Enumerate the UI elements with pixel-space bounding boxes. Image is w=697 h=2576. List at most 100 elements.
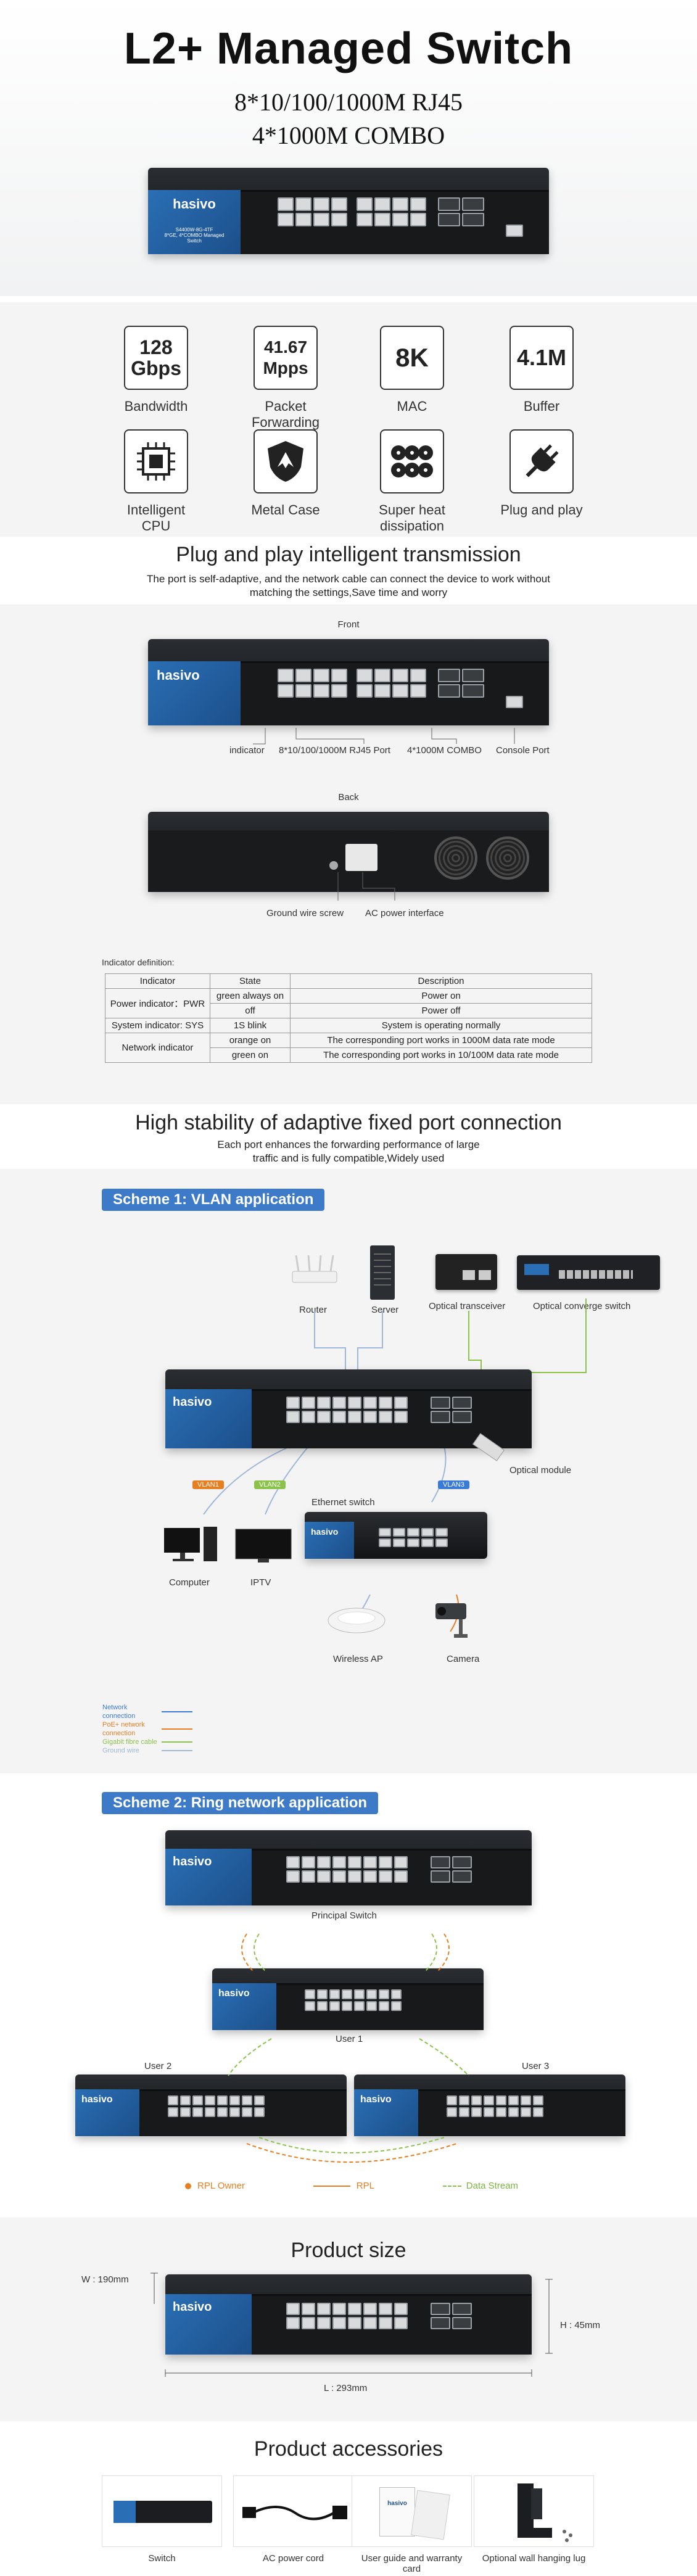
panel-section: Front hasivo indicator 8*10/100/1000M RJ… <box>0 605 697 1104</box>
vlan1-tag: VLAN1 <box>192 1480 224 1489</box>
size-switch: hasivo <box>165 2274 532 2355</box>
ethernet-switch-device: hasivo <box>305 1512 487 1559</box>
fan-grille-1 <box>434 836 477 880</box>
scheme1-label: Scheme 1: VLAN application <box>102 1189 325 1211</box>
pps-value: 41.67 Mpps <box>263 337 308 378</box>
server-label: Server <box>371 1305 399 1315</box>
optical-module-label: Optical module <box>509 1465 572 1476</box>
feature-buffer: 4.1M Buffer <box>498 326 585 415</box>
length-label: L : 293mm <box>324 2383 368 2393</box>
brand-logo: hasivo <box>311 1527 339 1537</box>
legend-item: Gigabit fibre cable <box>102 1738 192 1746</box>
hero-line2: 4*1000M COMBO <box>252 122 445 149</box>
feature-packet-forwarding: 41.67 Mpps Packet Forwarding <box>242 326 329 431</box>
feature-cpu: Intelligent CPU <box>113 429 199 534</box>
bandwidth-value: 128 Gbps <box>131 336 181 379</box>
stability-title: High stability of adaptive fixed port co… <box>135 1111 562 1134</box>
model-label: S4400W-8G-4TF <box>175 227 213 233</box>
feature-label: Metal Case <box>251 502 320 518</box>
buffer-value: 4.1M <box>516 345 567 370</box>
computer-label: Computer <box>169 1577 210 1588</box>
brand-logo: hasivo <box>173 2300 212 2314</box>
hero-section: L2+ Managed Switch 8*10/100/1000M RJ45 4… <box>0 0 697 296</box>
cpu-icon <box>137 442 175 481</box>
vlan3-tag: VLAN3 <box>438 1480 469 1489</box>
accessory-label: AC power cord <box>262 2553 324 2564</box>
brand-logo: hasivo <box>81 2094 113 2105</box>
router-label: Router <box>299 1305 328 1315</box>
stability-desc: Each port enhances the forwarding perfor… <box>217 1139 480 1164</box>
feature-label: Super heat dissipation <box>379 502 445 534</box>
power-cord-icon <box>242 2506 347 2520</box>
brand-logo: hasivo <box>218 1988 250 1999</box>
plug-title: Plug and play intelligent transmission <box>176 543 521 566</box>
legend-rpl: RPL <box>313 2181 374 2191</box>
ethernet-switch-label: Ethernet switch <box>311 1497 375 1508</box>
user1-label: User 1 <box>336 2034 363 2044</box>
table-header: Description <box>290 973 592 989</box>
dimension-lines <box>151 2273 553 2377</box>
plug-desc: The port is self-adaptive, and the netwo… <box>147 573 550 598</box>
scheme1-legend: Network connection PoE+ network connecti… <box>102 1703 192 1755</box>
brand-logo: hasivo <box>360 2094 392 2105</box>
front-label: Front <box>337 619 360 630</box>
legend-rpl-owner: RPL Owner <box>185 2181 245 2191</box>
feature-label: Bandwidth <box>124 398 188 414</box>
guide-brand: hasivo <box>379 2487 415 2537</box>
principal-switch-label: Principal Switch <box>311 1910 377 1921</box>
legend-item: Ground wire <box>102 1746 192 1755</box>
user3-switch: hasivo <box>354 2074 625 2136</box>
back-label: Back <box>338 792 359 803</box>
accessories-title: Product accessories <box>254 2437 443 2461</box>
back-callout-lines <box>337 872 395 901</box>
indicator-table: Indicator State Description Power indica… <box>105 973 592 1063</box>
indicator-definition-title: Indicator definition: <box>102 957 175 967</box>
accessory-label: Switch <box>148 2553 176 2564</box>
fan-icon <box>391 445 433 477</box>
accessories-section: Product accessories hasivo Switch AC pow… <box>0 2427 697 2576</box>
user1-switch: hasivo <box>212 1968 484 2030</box>
ac-power-socket <box>345 844 377 871</box>
shield-icon <box>268 441 303 482</box>
hero-title: L2+ Managed Switch <box>123 24 574 73</box>
plug-icon <box>526 444 559 477</box>
table-row: System indicator: SYS 1S blink System is… <box>105 1018 592 1033</box>
hero-switch: hasivo S4400W-8G-4TF 8*GE, 4*COMBO Manag… <box>148 168 549 254</box>
size-section: Product size hasivo W : 190mm H : 45mm L… <box>0 2218 697 2421</box>
mac-value: 8K <box>395 343 429 372</box>
feature-metal-case: Metal Case <box>242 429 329 518</box>
principal-switch: hasivo <box>165 1830 532 1905</box>
model-desc: 8*GE, 4*COMBO Managed Switch <box>164 233 225 244</box>
fan-grille-2 <box>486 836 529 880</box>
hero-line1: 8*10/100/1000M RJ45 <box>234 88 463 116</box>
table-row: Power indicator：PWR green always on Powe… <box>105 988 592 1018</box>
wall-lug-icon <box>518 2483 572 2542</box>
feature-label: Buffer <box>523 398 560 414</box>
legend-item: PoE+ network connection <box>102 1720 192 1738</box>
callout-indicator: indicator <box>229 745 265 756</box>
accessory-label: User guide and warranty card <box>361 2553 463 2574</box>
legend-data-stream: Data Stream <box>442 2181 518 2191</box>
scheme1-section: Scheme 1: VLAN application Router Server… <box>0 1169 697 1773</box>
table-row: Network indicator orange on The correspo… <box>105 1033 592 1063</box>
callout-console: Console Port <box>496 745 550 756</box>
wireless-ap-icon <box>328 1608 386 1633</box>
brand-logo: hasivo <box>157 667 200 683</box>
features-section: 128 Gbps Bandwidth 41.67 Mpps Packet For… <box>0 302 697 537</box>
table-row: green on The corresponding port works in… <box>105 1047 592 1063</box>
user2-label: User 2 <box>144 2061 172 2071</box>
front-callout-lines <box>253 728 515 745</box>
front-panel-switch: hasivo <box>148 639 549 725</box>
ring-arrows <box>228 1933 469 2163</box>
feature-bandwidth: 128 Gbps Bandwidth <box>113 326 199 415</box>
accessory-wall-lug <box>474 2475 594 2547</box>
accessory-switch <box>102 2475 222 2547</box>
width-label: W : 190mm <box>81 2274 129 2285</box>
iptv-icon <box>235 1529 292 1563</box>
optical-converge-switch-device <box>517 1255 660 1290</box>
callout-ac-power: AC power interface <box>365 908 444 919</box>
scheme2-section: Scheme 2: Ring network application hasiv… <box>0 1780 697 2211</box>
legend-item: Network connection <box>102 1703 192 1720</box>
feature-heat-dissipation: Super heat dissipation <box>369 429 455 534</box>
table-header: State <box>210 973 291 989</box>
